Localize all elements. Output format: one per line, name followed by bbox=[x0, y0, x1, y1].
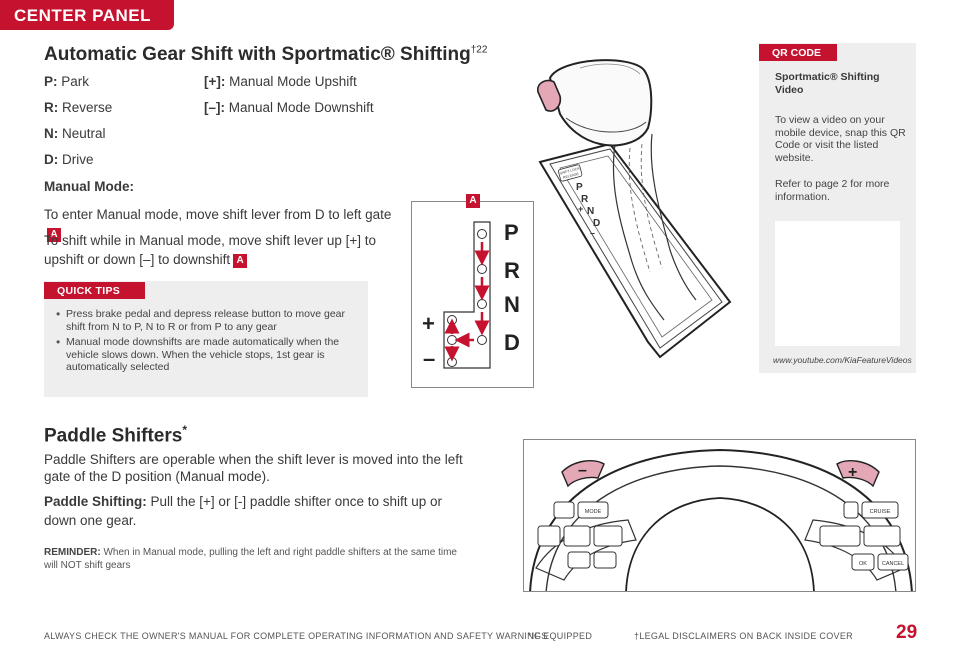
steering-wheel-svg: – + MODE CRUISE OK CANCEL bbox=[529, 448, 913, 591]
qr-video-title: Sportmatic® Shifting Video bbox=[775, 71, 880, 96]
release-label: RELEASE bbox=[563, 172, 580, 180]
paddle-shifters-heading: Paddle Shifters* bbox=[44, 423, 187, 447]
qr-code-image[interactable] bbox=[775, 221, 900, 346]
gate-r-label: R bbox=[504, 258, 520, 283]
gear-park: P: Park bbox=[44, 74, 90, 89]
console-d-label: D bbox=[593, 218, 600, 229]
reminder-note: REMINDER: When in Manual mode, pulling t… bbox=[44, 547, 457, 571]
gate-diagram-svg: P R N D + – bbox=[422, 220, 520, 371]
paddle-shifters-description: Paddle Shifters are operable when the sh… bbox=[44, 452, 463, 484]
quick-tips-label: QUICK TIPS bbox=[44, 282, 145, 299]
ok-button-label[interactable]: OK bbox=[859, 561, 867, 567]
gear-neutral: N: Neutral bbox=[44, 126, 106, 141]
page-number: 29 bbox=[896, 622, 918, 643]
manual-mode-shift: To shift while in Manual mode, move shif… bbox=[44, 233, 377, 268]
qr-instructions: To view a video on your mobile device, s… bbox=[775, 114, 906, 164]
callout-a-badge: A bbox=[233, 254, 248, 268]
paddle-shifting-text: Paddle Shifting: Pull the [+] or [-] pad… bbox=[44, 494, 443, 528]
console-n-label: N bbox=[587, 206, 594, 217]
qr-refer-text: Refer to page 2 for more information. bbox=[775, 178, 890, 203]
footer-if-equipped: *IF EQUIPPED bbox=[528, 631, 593, 641]
paddle-minus-label: – bbox=[578, 462, 587, 479]
gate-d-label: D bbox=[504, 330, 520, 355]
console-minus-label: – bbox=[590, 228, 595, 238]
gear-downshift: [–]: Manual Mode Downshift bbox=[204, 100, 374, 115]
list-item: Press brake pedal and depress release bu… bbox=[56, 308, 356, 333]
gear-drive: D: Drive bbox=[44, 152, 94, 167]
gate-p-label: P bbox=[504, 220, 519, 245]
gate-n-label: N bbox=[504, 292, 520, 317]
manual-mode-enter: To enter Manual mode, move shift lever f… bbox=[44, 207, 392, 242]
gear-reverse: R: Reverse bbox=[44, 100, 113, 115]
qr-code-label: QR CODE bbox=[759, 44, 837, 61]
console-r-label: R bbox=[581, 194, 589, 205]
paddle-plus-label: + bbox=[848, 464, 857, 481]
mode-button-label[interactable]: MODE bbox=[585, 509, 602, 515]
list-item: Manual mode downshifts are made automati… bbox=[56, 336, 356, 374]
quick-tips-list: Press brake pedal and depress release bu… bbox=[56, 308, 356, 377]
console-plus-label: + bbox=[578, 204, 583, 214]
video-url-link[interactable]: www.youtube.com/KiaFeatureVideos bbox=[773, 355, 912, 365]
cancel-button-label[interactable]: CANCEL bbox=[882, 561, 904, 567]
section-tab: CENTER PANEL bbox=[0, 0, 174, 30]
shift-lock-label: SHIFT LOCK bbox=[559, 166, 581, 175]
gear-shifter-illustration: SHIFT LOCK RELEASE P R N D + – bbox=[537, 59, 732, 359]
gate-diagram: P R N D + – bbox=[411, 201, 534, 388]
gear-upshift: [+]: Manual Mode Upshift bbox=[204, 74, 357, 89]
callout-a-badge: A bbox=[47, 228, 61, 242]
footer-legal: †LEGAL DISCLAIMERS ON BACK INSIDE COVER bbox=[634, 631, 853, 641]
page-title: Automatic Gear Shift with Sportmatic® Sh… bbox=[44, 44, 488, 65]
gate-plus-label: + bbox=[422, 311, 435, 336]
console-p-label: P bbox=[576, 182, 583, 193]
callout-a-badge: A bbox=[466, 194, 480, 208]
footer-warning: ALWAYS CHECK THE OWNER'S MANUAL FOR COMP… bbox=[44, 631, 548, 641]
cruise-button-label[interactable]: CRUISE bbox=[870, 509, 891, 515]
steering-wheel-illustration: – + MODE CRUISE OK CANCEL bbox=[523, 439, 916, 592]
manual-mode-heading: Manual Mode: bbox=[44, 179, 134, 194]
gate-minus-label: – bbox=[423, 346, 435, 371]
